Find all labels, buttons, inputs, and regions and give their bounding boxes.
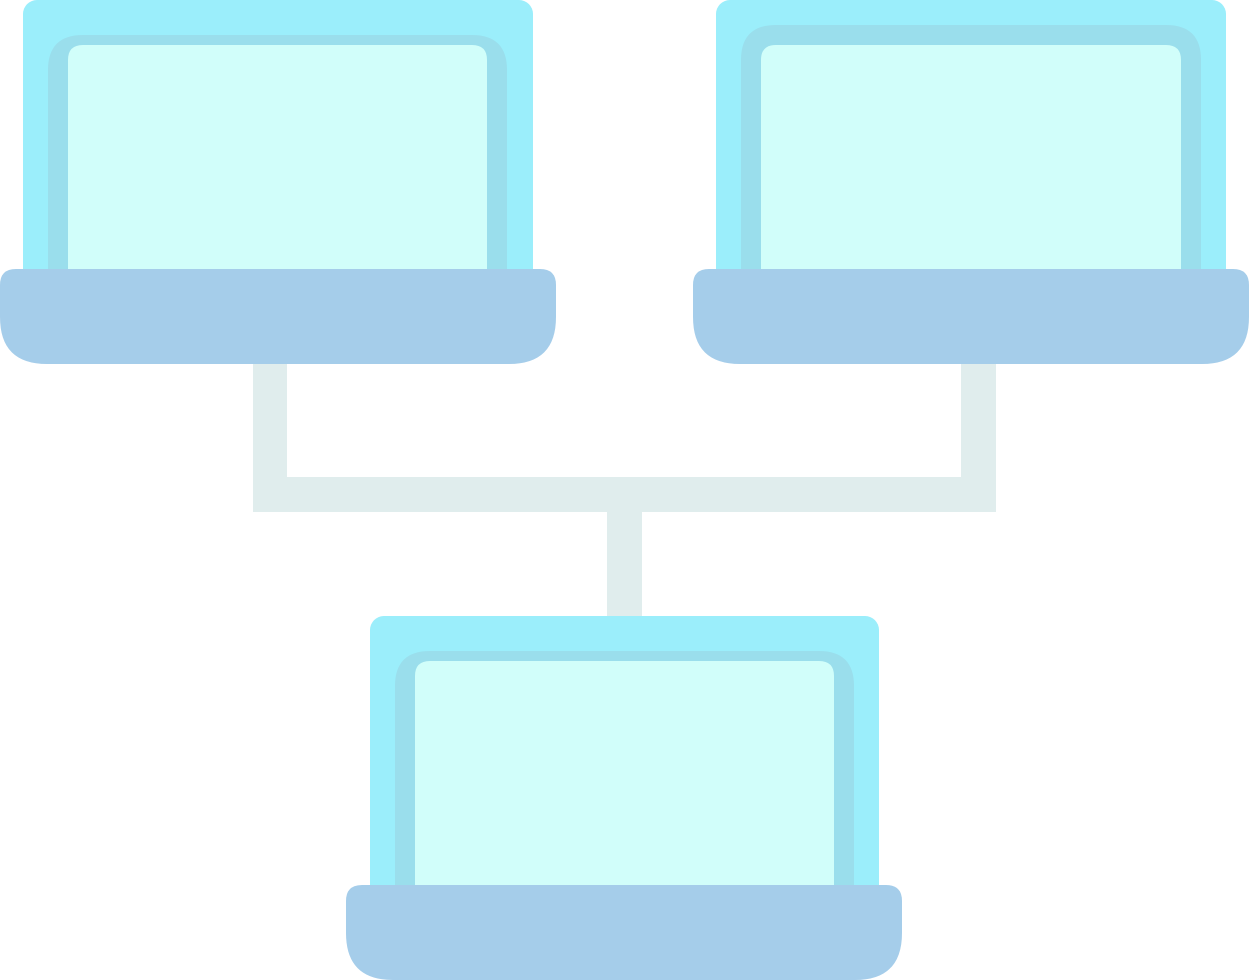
laptop-top-right-icon: [693, 0, 1249, 364]
laptop-top-left-icon: [0, 0, 556, 364]
network-connectors: [253, 355, 996, 625]
laptop-base: [693, 269, 1249, 364]
laptop-base: [346, 885, 902, 980]
laptop-screen: [761, 45, 1181, 275]
laptop-screen: [415, 661, 834, 891]
connector-horizontal: [253, 477, 996, 512]
laptop-screen: [68, 45, 487, 275]
laptop-bottom-icon: [346, 616, 902, 980]
connector-center-vertical: [607, 495, 642, 625]
laptop-base: [0, 269, 556, 364]
